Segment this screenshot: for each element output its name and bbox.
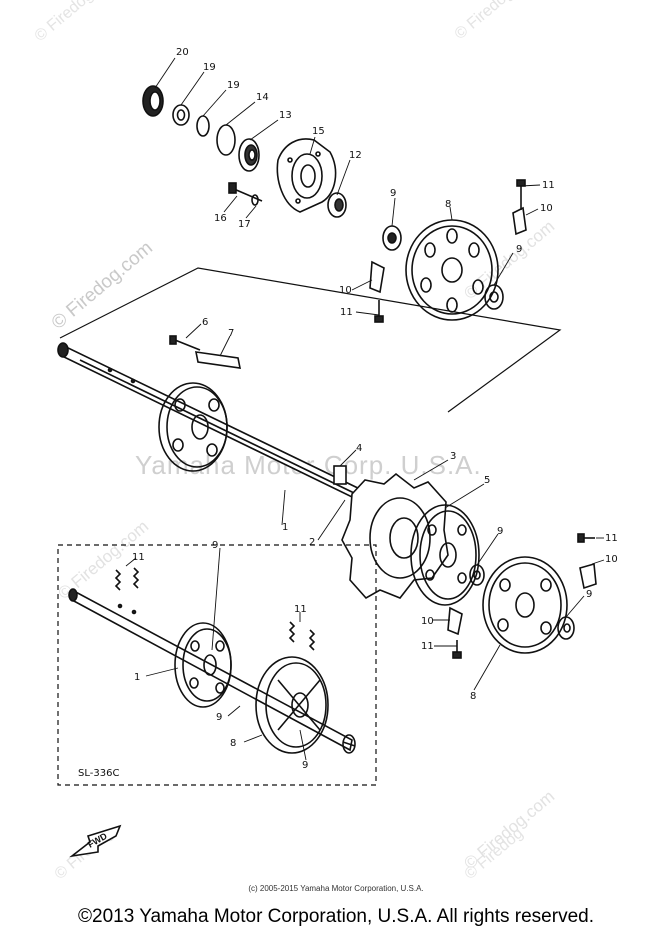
part-label-p11c: 11 bbox=[605, 533, 618, 544]
part-label-p11e: 11 bbox=[132, 552, 145, 563]
inset-wheel-left bbox=[174, 622, 232, 708]
part-label-p12: 12 bbox=[349, 150, 362, 161]
part-label-p13: 13 bbox=[279, 110, 292, 121]
inset-shaft-1 bbox=[68, 588, 353, 752]
part-label-p7: 7 bbox=[228, 328, 234, 339]
disc-5 bbox=[410, 504, 480, 606]
inset-code: SL-336C bbox=[78, 768, 119, 779]
part-label-p11f: 11 bbox=[294, 604, 307, 615]
part-label-p8a: 8 bbox=[445, 199, 451, 210]
fwd-arrow-icon bbox=[69, 824, 122, 858]
part-label-p1b: 1 bbox=[134, 672, 140, 683]
watermark-firedog: © Firedog.com bbox=[48, 237, 157, 333]
watermark-firedog-bottom-right: © Firedog.com bbox=[460, 787, 558, 873]
part-label-p19b: 19 bbox=[227, 80, 240, 91]
part-label-p5: 5 bbox=[484, 475, 490, 486]
clip-10-lower-left bbox=[447, 606, 463, 636]
clip-10-lower-right bbox=[579, 562, 597, 590]
part-label-p9c: 9 bbox=[497, 526, 503, 537]
inset-springs-11-right bbox=[288, 621, 316, 651]
part-label-p6: 6 bbox=[202, 317, 208, 328]
part-label-p11a: 11 bbox=[542, 180, 555, 191]
clip-10-upper-left bbox=[369, 260, 385, 294]
part-label-p10b: 10 bbox=[339, 285, 352, 296]
part-label-p8b: 8 bbox=[470, 691, 476, 702]
washer-19 bbox=[196, 115, 210, 137]
part-label-p11b: 11 bbox=[340, 307, 353, 318]
bearing-12 bbox=[327, 192, 347, 218]
part-label-p1a: 1 bbox=[282, 522, 288, 533]
part-label-p10a: 10 bbox=[540, 203, 553, 214]
assembly-outline-upper bbox=[59, 267, 562, 413]
key-4 bbox=[333, 465, 347, 485]
part-label-p11d: 11 bbox=[421, 641, 434, 652]
part-label-p10d: 10 bbox=[421, 616, 434, 627]
part-label-p2: 2 bbox=[309, 537, 315, 548]
bolt-11-lower-right bbox=[577, 533, 595, 543]
part-label-p15: 15 bbox=[312, 126, 325, 137]
circlip-14 bbox=[216, 124, 236, 156]
bolt-16 bbox=[228, 182, 263, 202]
bushing-9-lower-right bbox=[557, 616, 575, 640]
bearing-housing-15 bbox=[276, 138, 337, 213]
inset-spline-end bbox=[342, 734, 356, 754]
nut-19 bbox=[172, 104, 190, 126]
part-label-p8c: 8 bbox=[230, 738, 236, 749]
idler-wheel-8-lower bbox=[482, 556, 568, 654]
bolt-11-upper-right bbox=[516, 179, 526, 210]
part-label-p4: 4 bbox=[356, 443, 362, 454]
part-label-p14: 14 bbox=[256, 92, 269, 103]
part-label-p19a: 19 bbox=[203, 62, 216, 73]
part-label-p9a: 9 bbox=[390, 188, 396, 199]
watermark-top-left: © Firedog bbox=[32, 0, 97, 45]
watermark-top-right: © Firedog bbox=[452, 0, 517, 43]
inset-springs-11-left bbox=[114, 567, 140, 591]
seal-20 bbox=[142, 85, 164, 117]
part-label-p9d: 9 bbox=[586, 589, 592, 600]
clip-10-upper-right bbox=[512, 206, 527, 236]
part-label-p20: 20 bbox=[176, 47, 189, 58]
part-label-p9e: 9 bbox=[212, 540, 218, 551]
bearing-13 bbox=[238, 138, 260, 172]
part-label-p16: 16 bbox=[214, 213, 227, 224]
drive-wheel-left bbox=[158, 382, 228, 472]
bracket-7 bbox=[194, 351, 242, 369]
part-label-p3: 3 bbox=[450, 451, 456, 462]
part-label-p9f: 9 bbox=[216, 712, 222, 723]
bushing-9-upper bbox=[382, 225, 402, 251]
part-label-p9g: 9 bbox=[302, 760, 308, 771]
copyright-main: ©2013 Yamaha Motor Corporation, U.S.A. A… bbox=[78, 906, 594, 927]
bolt-11-upper-left bbox=[374, 300, 384, 323]
part-label-p10c: 10 bbox=[605, 554, 618, 565]
bolt-11-lower-left bbox=[452, 640, 462, 659]
part-label-p9b: 9 bbox=[516, 244, 522, 255]
copyright-small: (c) 2005-2015 Yamaha Motor Corporation, … bbox=[248, 884, 424, 893]
bolt-6 bbox=[169, 335, 201, 351]
inset-wheel-8 bbox=[255, 656, 329, 754]
washer-17 bbox=[251, 194, 259, 206]
part-label-p17: 17 bbox=[238, 219, 251, 230]
